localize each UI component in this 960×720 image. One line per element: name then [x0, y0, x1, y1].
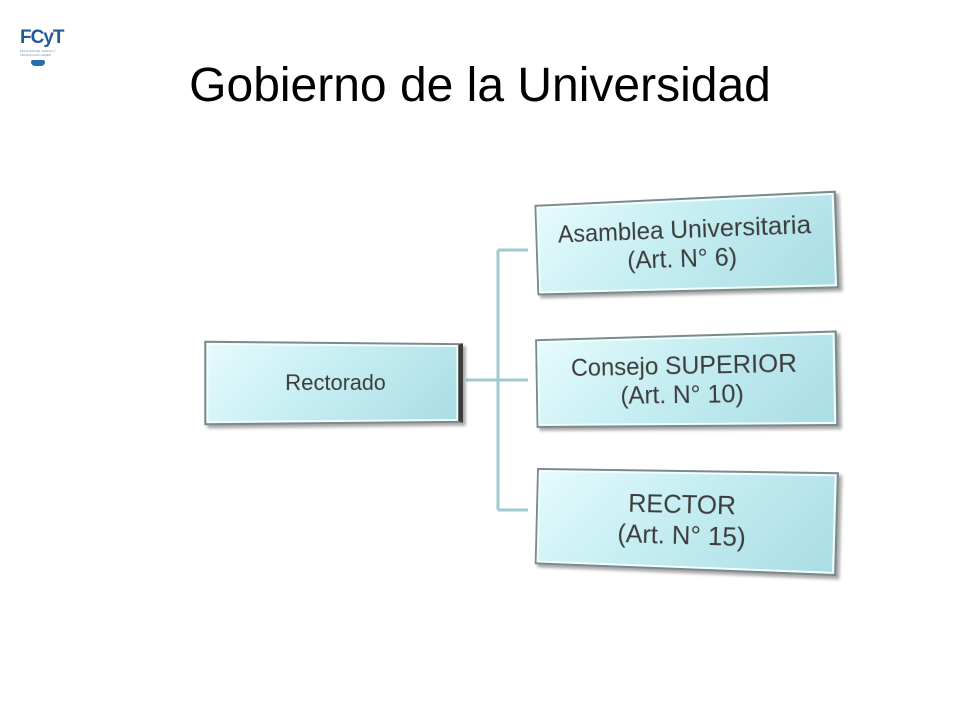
logo-emblem-icon	[31, 60, 45, 66]
node-rectorado: Rectorado	[204, 340, 463, 426]
node-rectorado-label: Rectorado	[285, 369, 386, 396]
node-consejo-article: (Art. N° 10)	[620, 379, 745, 410]
node-rector-title: RECTOR	[627, 488, 737, 521]
slide-title: Gobierno de la Universidad	[189, 59, 771, 112]
logo-subtitle: FACULTAD DE CIENCIA Y TECNOLOGÍA UADER	[20, 49, 56, 57]
node-consejo-title: Consejo SUPERIOR	[570, 349, 798, 382]
node-asamblea-title: Asamblea Universitaria	[557, 210, 812, 249]
node-consejo-superior: Consejo SUPERIOR (Art. N° 10)	[535, 330, 839, 428]
node-rector-article: (Art. N° 15)	[617, 518, 747, 553]
node-rector: RECTOR (Art. N° 15)	[534, 467, 839, 577]
node-asamblea-article: (Art. N° 6)	[626, 243, 738, 275]
logo-mark: FCyT	[20, 27, 65, 48]
faculty-logo: FCyT FACULTAD DE CIENCIA Y TECNOLOGÍA UA…	[20, 28, 66, 80]
node-asamblea-universitaria: Asamblea Universitaria (Art. N° 6)	[534, 190, 840, 296]
